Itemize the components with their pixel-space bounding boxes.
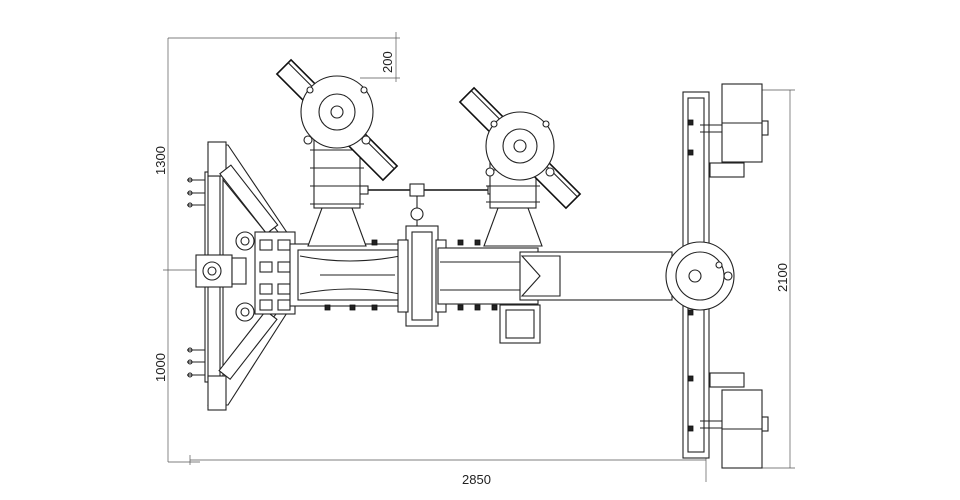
dimension-upper-span: 1300 xyxy=(153,146,168,175)
dimension-offset: 200 xyxy=(380,51,395,73)
rotor-unit-2 xyxy=(458,86,582,247)
rear-axle xyxy=(665,83,769,469)
dimension-lower-span: 1000 xyxy=(153,353,168,382)
main-beam xyxy=(289,225,673,344)
dimension-overall-width: 2100 xyxy=(775,263,790,292)
tie-rod xyxy=(355,183,501,226)
dimension-lines xyxy=(163,32,795,482)
hitch-frame xyxy=(187,141,296,411)
rotor-unit-1 xyxy=(275,58,399,247)
dimension-overall-length: 2850 xyxy=(462,472,491,487)
